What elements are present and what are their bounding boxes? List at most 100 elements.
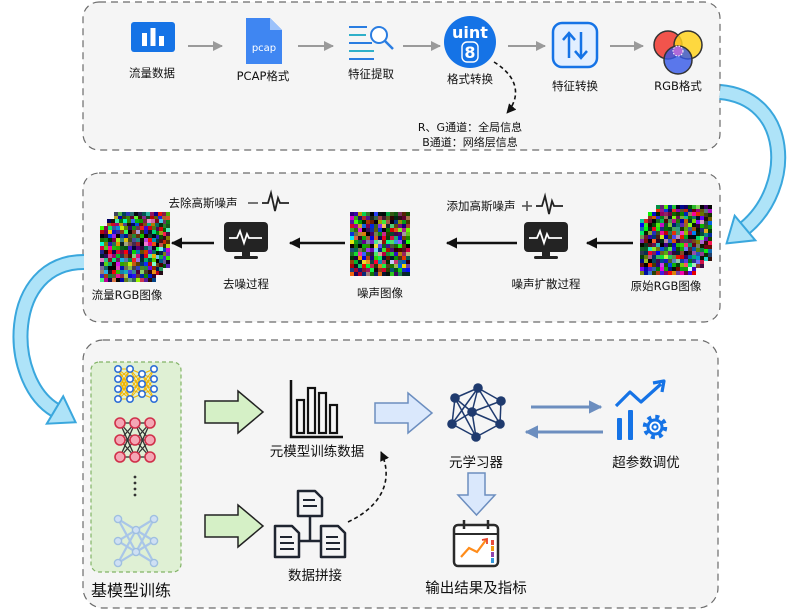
noise-pixel [672, 216, 676, 220]
noise-pixel [132, 278, 136, 282]
noise-pixel [146, 212, 150, 216]
noise-pixel [398, 260, 402, 264]
noise-pixel [128, 262, 132, 266]
noise-pixel [656, 251, 660, 255]
noise-pixel [680, 223, 684, 227]
noise-pixel [696, 205, 700, 209]
noise-pixel [166, 244, 170, 248]
net-node [126, 394, 135, 403]
noise-pixel [112, 262, 116, 266]
noise-pixel [370, 236, 374, 240]
note-pointer-arrow [493, 61, 517, 114]
noise-pixel [128, 258, 132, 262]
noise-pixel [656, 259, 660, 263]
noise-pixel [366, 240, 370, 244]
noise-pixel [390, 224, 394, 228]
noise-pixel [114, 212, 118, 216]
noise-pixel [708, 229, 712, 233]
noise-pixel [124, 230, 128, 234]
noise-pixel [127, 223, 131, 227]
noise-pixel [162, 228, 166, 232]
noise-pixel [660, 209, 664, 213]
noise-pixel [676, 239, 680, 243]
noise-pixel [406, 232, 410, 236]
step-label-format-convert: 格式转换 [447, 72, 493, 86]
noise-pixel [358, 216, 362, 220]
noise-pixel [394, 236, 398, 240]
noise-pixel [644, 263, 648, 267]
noise-pixel [640, 219, 644, 223]
noise-pixel [692, 251, 696, 255]
noise-pixel [350, 240, 354, 244]
neural-net-icon [114, 364, 159, 403]
noise-pixel [362, 232, 366, 236]
noise-pixel [668, 219, 672, 223]
noise-pixel [366, 228, 370, 232]
noise-pixel [398, 220, 402, 224]
noise-pixel [688, 259, 692, 263]
noise-pixel [660, 219, 664, 223]
noise-pixel [100, 258, 104, 262]
noise-pixel [382, 260, 386, 264]
noise-pixel [366, 252, 370, 256]
noise-pixel [370, 216, 374, 220]
noise-pixel [366, 244, 370, 248]
noise-pixel [374, 272, 378, 276]
noise-pixel [708, 257, 712, 261]
noise-pixel [700, 224, 704, 228]
noise-pixel [370, 224, 374, 228]
noise-pixel [692, 235, 696, 239]
noise-pixel [116, 266, 120, 270]
noise-pixel [398, 244, 402, 248]
noise-pixel [398, 240, 402, 244]
noise-pixel [112, 230, 116, 234]
noise-pixel [354, 216, 358, 220]
noise-pixel [700, 216, 704, 220]
noise-pixel [135, 223, 139, 227]
noise-pixel [708, 233, 712, 237]
noise-pixel [386, 256, 390, 260]
noise-pixel [378, 260, 382, 264]
noise-pixel [402, 244, 406, 248]
noise-pixel [652, 227, 656, 231]
noise-pixel [640, 231, 644, 235]
noise-pixel [100, 278, 104, 282]
noise-pixel [144, 230, 148, 234]
noise-pixel [406, 272, 410, 276]
noise-pixel [704, 205, 708, 209]
noise-pixel [680, 227, 684, 231]
noise-pixel [402, 264, 406, 268]
noise-pixel [394, 260, 398, 264]
noise-pixel [362, 260, 366, 264]
noise-pixel [116, 258, 120, 262]
noise-pixel [390, 228, 394, 232]
net-node [150, 364, 159, 373]
noise-pixel [128, 230, 132, 234]
noise-pixel [354, 248, 358, 252]
noise-pixel [386, 216, 390, 220]
net-node [126, 364, 135, 373]
noise-pixel [394, 252, 398, 256]
noise-pixel [108, 270, 112, 274]
noise-pixel [159, 227, 163, 231]
noise-pixel [652, 216, 656, 220]
noise-pixel [155, 223, 159, 227]
noise-pixel [378, 212, 382, 216]
original-rgb-image-stack [640, 205, 712, 275]
noise-pixel [644, 219, 648, 223]
noise-pixel [652, 243, 656, 247]
noise-pixel [398, 216, 402, 220]
noise-pixel [162, 220, 166, 224]
noise-pixel [668, 239, 672, 243]
noise-pixel [402, 224, 406, 228]
noise-pixel [684, 239, 688, 243]
noise-pixel [644, 247, 648, 251]
noise-pixel [155, 267, 159, 271]
noise-pixel [680, 209, 684, 213]
noise-pixel [378, 228, 382, 232]
noise-pixel [120, 274, 124, 278]
net-edge [119, 422, 136, 458]
noise-pixel [100, 274, 104, 278]
noise-pixel [406, 256, 410, 260]
noise-image [350, 212, 410, 276]
